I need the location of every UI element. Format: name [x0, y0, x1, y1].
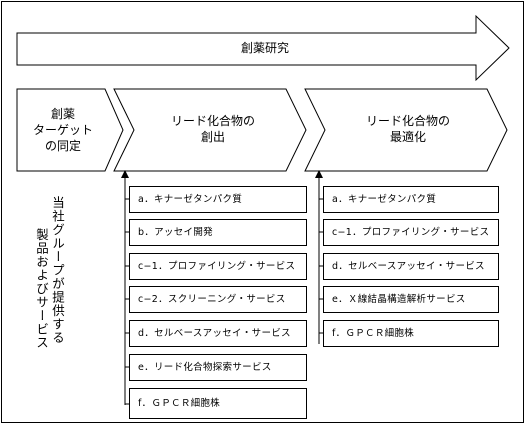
optimization-connector-arrowhead: [315, 170, 323, 178]
research-arrow: [16, 14, 510, 82]
stage-target-label: 創薬 ターゲット の同定: [20, 106, 106, 154]
stage-target-chevron: [16, 88, 124, 172]
stage-target-line3: の同定: [44, 139, 81, 153]
stage-creation-line2: 創出: [200, 130, 225, 144]
stage-optimization-line1: リード化合物の: [365, 114, 450, 128]
stage-creation-line1: リード化合物の: [170, 114, 255, 128]
stage-target-line2: ターゲット: [32, 123, 93, 137]
stage-target-line1: 創薬: [50, 107, 75, 121]
side-label-col2: 製品およびサービス: [34, 228, 49, 350]
creation-item-box: d．セルベースアッセイ・サービス: [129, 320, 307, 347]
creation-item-box: f．ＧＰＣＲ細胞株: [129, 388, 307, 419]
optimization-item-box: a．キナーゼタンパク質: [323, 186, 499, 213]
creation-item-box: e．リード化合物探索サービス: [129, 354, 307, 381]
optimization-item-box: f．ＧＰＣＲ細胞株: [323, 320, 499, 347]
optimization-item-box: d．セルベースアッセイ・サービス: [323, 253, 499, 280]
optimization-item-box: c−1．プロファイリング・サービス: [323, 219, 499, 246]
research-arrow-label: 創薬研究: [240, 41, 289, 55]
stage-optimization-label: リード化合物の 最適化: [330, 113, 486, 145]
stage-optimization-chevron: [304, 88, 508, 172]
stage-creation-label: リード化合物の 創出: [140, 113, 286, 145]
creation-item-box: b．アッセイ開発: [129, 219, 307, 246]
stage-optimization-line2: 最適化: [389, 130, 426, 144]
side-label-col1: 当社グループが提供する: [50, 196, 65, 345]
creation-item-box: a．キナーゼタンパク質: [129, 186, 307, 213]
stage-creation-chevron: [113, 88, 307, 172]
creation-connector-arrowhead: [121, 170, 129, 178]
creation-item-box: c−2．スクリーニング・サービス: [129, 286, 307, 313]
optimization-item-box: e．Ｘ線結晶構造解析サービス: [323, 286, 499, 313]
creation-item-box: c−1．プロファイリング・サービス: [129, 253, 307, 280]
